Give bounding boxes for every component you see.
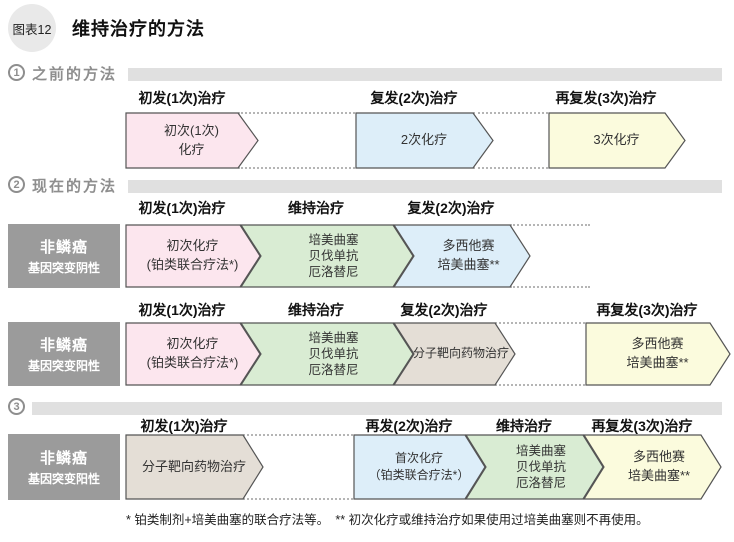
stage-label: 再复发(3次)治疗: [596, 302, 698, 318]
stage-label: 初发(1次)治疗: [140, 418, 228, 434]
arrow-third-line-drugs: [585, 322, 731, 386]
arrow-targeted-therapy: [392, 322, 516, 386]
dotted-connector: [510, 224, 590, 288]
arrow-maintenance-drugs: [464, 434, 604, 500]
arrow-initial-chemo: [125, 112, 259, 169]
arrow-maintenance-drugs: [239, 224, 414, 288]
stage-label: 初发(1次)治疗: [138, 302, 226, 318]
section-3-number-icon: 3: [8, 398, 25, 415]
cancer-type-box: 非鳞癌 基因突变阳性: [8, 322, 120, 386]
stage-label: 初发(1次)治疗: [138, 200, 226, 216]
arrow-relapse-chemo: [392, 224, 531, 288]
arrow-third-chemo: [548, 112, 686, 169]
section-2-title: 现在的方法: [32, 178, 118, 195]
section-1-number-icon: 1: [8, 64, 25, 81]
cancer-type-box: 非鳞癌 基因突变阴性: [8, 224, 120, 288]
page-title: 维持治疗的方法: [72, 19, 205, 39]
figure-number-badge: 图表12: [8, 4, 56, 52]
stage-label: 初发(1次)治疗: [138, 90, 226, 106]
section-2-bar: [128, 180, 722, 193]
stage-label: 维持治疗: [496, 418, 552, 434]
cancer-type-box: 非鳞癌 基因突变阳性: [8, 434, 120, 500]
stage-label: 复发(2次)治疗: [407, 200, 495, 216]
stage-label: 再发(2次)治疗: [365, 418, 453, 434]
section-3-bar: [32, 402, 722, 415]
stage-label: 复发(2次)治疗: [400, 302, 488, 318]
stage-label: 复发(2次)治疗: [370, 90, 458, 106]
dotted-connector: [243, 434, 353, 500]
arrow-initial-chemo: [125, 224, 261, 288]
arrow-third-line-drugs: [582, 434, 722, 500]
stage-label: 再复发(3次)治疗: [591, 418, 693, 434]
footnote: * 铂类制剂+培美曲塞的联合疗法等。 ** 初次化疗或维持治疗如果使用过培美曲塞…: [126, 513, 649, 527]
dotted-connector: [473, 112, 548, 169]
dotted-connector: [238, 112, 355, 169]
arrow-first-chemo: [353, 434, 486, 500]
arrow-targeted-therapy: [125, 434, 264, 500]
section-1-title: 之前的方法: [32, 66, 118, 83]
arrow-maintenance-drugs: [239, 322, 414, 386]
section-1-bar: [128, 68, 722, 81]
stage-label: 维持治疗: [288, 302, 344, 318]
stage-label: 再复发(3次)治疗: [555, 90, 657, 106]
dotted-connector: [495, 322, 585, 386]
arrow-initial-chemo: [125, 322, 261, 386]
section-2-number-icon: 2: [8, 176, 25, 193]
arrow-second-chemo: [355, 112, 494, 169]
stage-label: 维持治疗: [288, 200, 344, 216]
